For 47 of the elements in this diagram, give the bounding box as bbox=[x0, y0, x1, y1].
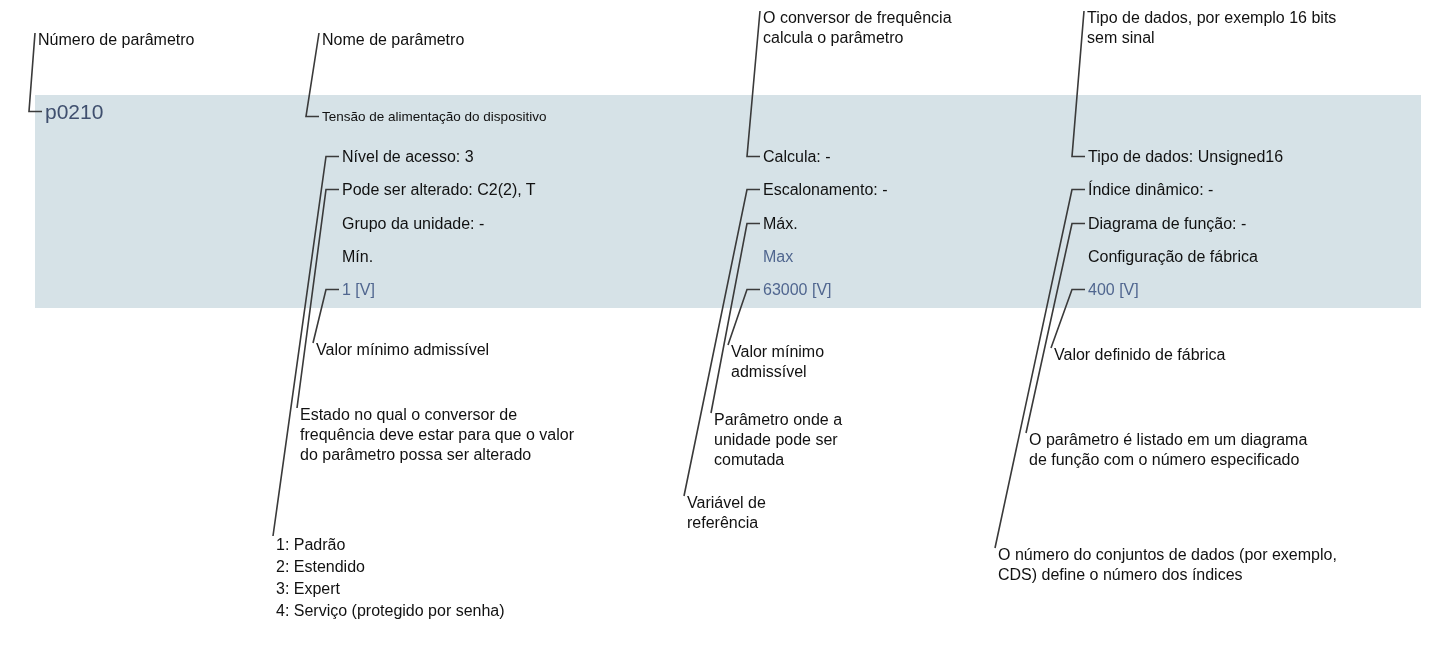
field-label: Escalonamento: - bbox=[763, 180, 1023, 200]
field-value: 400 [V] bbox=[1088, 280, 1208, 300]
leader-line bbox=[28, 32, 43, 113]
field-label: Calcula: - bbox=[763, 147, 1023, 167]
parameter-name: Tensão de alimentação do dispositivo bbox=[322, 107, 682, 127]
annotation-text: Número de parâmetro bbox=[38, 30, 278, 50]
leader-line bbox=[272, 155, 340, 537]
leader-line bbox=[727, 288, 761, 346]
field-value: Max bbox=[763, 247, 1023, 267]
field-label: Mín. bbox=[342, 247, 602, 267]
list-item: 3: Expert bbox=[276, 579, 342, 599]
field-label: Máx. bbox=[763, 214, 1023, 234]
field-label: Grupo da unidade: - bbox=[342, 214, 602, 234]
field-value: 63000 [V] bbox=[763, 280, 923, 300]
leader-line bbox=[710, 222, 761, 414]
leader-line bbox=[296, 188, 340, 409]
leader-line bbox=[1071, 10, 1086, 158]
annotation-text: Valor mínimo admissível bbox=[731, 342, 846, 382]
leader-line bbox=[683, 188, 761, 497]
annotation-text: Tipo de dados, por exemplo 16 bits sem sinal bbox=[1087, 8, 1357, 48]
field-label: Pode ser alterado: C2(2), T bbox=[342, 180, 602, 200]
annotation-text: Variável de referência bbox=[687, 493, 797, 533]
field-label: Nível de acesso: 3 bbox=[342, 147, 602, 167]
field-label: Tipo de dados: Unsigned16 bbox=[1088, 147, 1388, 167]
parameter-number: p0210 bbox=[45, 100, 165, 124]
annotation-text: O parâmetro é listado em um diagrama de função com o número especificado bbox=[1029, 430, 1319, 470]
list-item: 1: Padrão bbox=[276, 535, 347, 555]
leader-line bbox=[312, 288, 340, 344]
list-item: 2: Estendido bbox=[276, 557, 366, 577]
annotation-text: Valor mínimo admissível bbox=[316, 340, 576, 360]
field-label: Configuração de fábrica bbox=[1088, 247, 1388, 267]
annotation-text: Estado no qual o conversor de frequência deve estar para que o valor do parâmetro possa ser alterado bbox=[300, 405, 580, 465]
leader-line bbox=[1025, 222, 1086, 434]
list-item: 4: Serviço (protegido por senha) bbox=[276, 601, 506, 621]
field-label: Índice dinâmico: - bbox=[1088, 180, 1388, 200]
field-label: Diagrama de função: - bbox=[1088, 214, 1388, 234]
field-value: 1 [V] bbox=[342, 280, 462, 300]
annotation-text: Nome de parâmetro bbox=[322, 30, 562, 50]
annotation-text: Parâmetro onde a unidade pode ser comutada bbox=[714, 410, 884, 470]
leader-line bbox=[1050, 288, 1086, 349]
annotation-text: Valor definido de fábrica bbox=[1054, 345, 1314, 365]
leader-line bbox=[746, 10, 761, 158]
leader-line bbox=[305, 32, 320, 118]
parameter-panel bbox=[35, 95, 1421, 308]
annotation-text: O conversor de frequência calcula o parâmetro bbox=[763, 8, 1003, 48]
annotation-text: O número do conjuntos de dados (por exemplo, CDS) define o número dos índices bbox=[998, 545, 1338, 585]
leader-line bbox=[994, 188, 1086, 549]
